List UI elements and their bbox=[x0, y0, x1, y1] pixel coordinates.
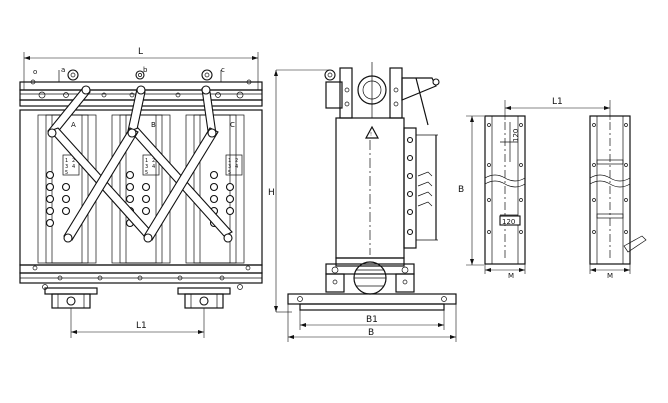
connection-bars bbox=[47, 88, 233, 241]
phase-label-A: A bbox=[71, 121, 76, 129]
dim-label-120-vertical: 120 bbox=[512, 129, 520, 142]
dim-label-M-right: M bbox=[607, 272, 613, 280]
warning-symbol: ! bbox=[370, 132, 372, 138]
dim-label-B-duct: B bbox=[458, 185, 464, 195]
svg-text:4: 4 bbox=[235, 164, 238, 170]
dim-label-L1-front: L1 bbox=[136, 321, 147, 331]
svg-text:3: 3 bbox=[145, 164, 148, 170]
terminal-label-b: b bbox=[143, 66, 148, 74]
svg-text:1: 1 bbox=[145, 158, 148, 164]
side-view: H ! bbox=[268, 62, 457, 342]
dim-label-B-side: B bbox=[368, 328, 374, 338]
svg-text:1: 1 bbox=[65, 158, 68, 164]
terminal-label-a: a bbox=[61, 66, 65, 74]
svg-text:3: 3 bbox=[65, 164, 68, 170]
svg-text:5: 5 bbox=[228, 170, 231, 176]
svg-text:1: 1 bbox=[228, 158, 231, 164]
svg-text:2: 2 bbox=[72, 158, 75, 164]
svg-text:5: 5 bbox=[145, 170, 148, 176]
terminal-label-o: o bbox=[33, 68, 37, 76]
svg-text:4: 4 bbox=[72, 164, 75, 170]
duct-view: L1 B 120 120 M bbox=[458, 97, 647, 280]
svg-text:4: 4 bbox=[152, 164, 155, 170]
front-view: L o a b c bbox=[19, 47, 263, 338]
svg-text:2: 2 bbox=[235, 158, 238, 164]
tap-labels-C: 1 3 5 2 4 bbox=[225, 154, 243, 176]
phase-label-B: B bbox=[151, 121, 156, 129]
dim-label-B1: B1 bbox=[366, 315, 378, 325]
svg-text:5: 5 bbox=[65, 170, 68, 176]
svg-text:2: 2 bbox=[152, 158, 155, 164]
dim-label-H: H bbox=[268, 188, 275, 198]
phase-label-C: C bbox=[230, 121, 235, 129]
svg-text:3: 3 bbox=[228, 164, 231, 170]
dim-label-M-left: M bbox=[508, 272, 514, 280]
dim-label-120-horizontal: 120 bbox=[502, 218, 515, 226]
dim-label-L: L bbox=[138, 47, 143, 57]
terminal-label-c: c bbox=[221, 66, 225, 74]
dim-label-L1-duct: L1 bbox=[552, 97, 563, 107]
